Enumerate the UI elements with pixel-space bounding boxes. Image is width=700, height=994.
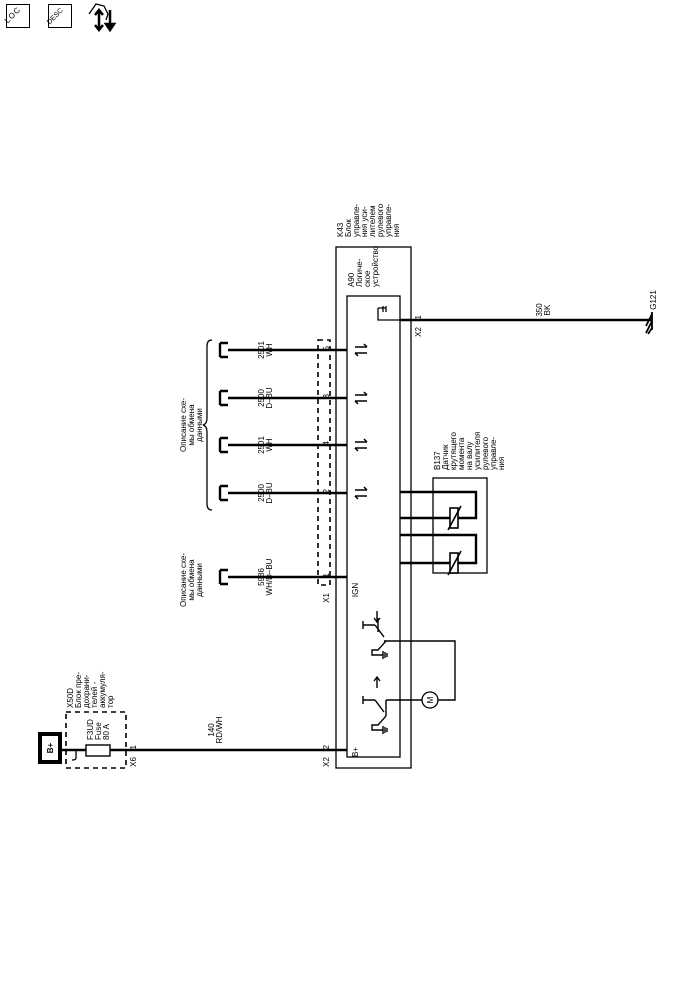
data-desc-bus-label: мы обмена [187,404,196,446]
wire-1-label: 5986 [257,568,266,586]
pin-x2-1-label: 1 [414,314,423,319]
b137-label: рулевого [481,436,490,470]
wire-3-label: D–BU [265,387,274,409]
data-desc-bus-label: данными [195,408,204,442]
wire-2-label: 2500 [257,484,266,502]
a90-label: Логиче- [355,258,364,287]
x50d-label: тор [106,695,115,708]
b137-label: момента [457,437,466,470]
bidirectional-arrow-icons [354,343,368,500]
motor-icon [421,691,439,709]
sensor-wires [400,490,478,565]
description-icon[interactable]: DESC [46,4,72,28]
k43-module-box[interactable] [335,246,412,769]
b137-label: управле- [489,437,498,470]
wire-2-label: D–BU [265,482,274,504]
data-desc-bus-label: Описание схе- [179,398,188,452]
logic-ground-symbol [377,306,400,321]
b137-label: крутящего [449,431,458,470]
x50d-label: аккумуля- [98,671,107,708]
variable-resistor-icons [447,505,462,576]
k43-label: лителем [368,205,377,237]
wire-2501-wh-pin5[interactable] [218,341,347,359]
wire-2500-dbu-pin3[interactable] [218,389,347,407]
fuse-connector-icon [71,750,77,761]
k43-label: рулевого [376,203,385,237]
battery-bplus-box[interactable] [38,732,62,764]
x50d-label: телей - [90,681,99,708]
wire-5986-ign-pin1[interactable] [218,568,347,586]
b137-label: усилителя [473,432,482,470]
b137-label: на валу [465,442,474,470]
x50d-label: дохрани- [82,674,91,708]
motor-label: M [426,696,435,703]
wire-2500-dbu-pin2[interactable] [218,484,347,502]
k43-label: Блок [344,219,353,237]
ground-g121-icon [645,312,653,335]
wire-2501-wh-pin4[interactable] [218,436,347,454]
wire-5-label: WH [265,343,274,357]
data-desc-ign-label: мы обмена [187,559,196,601]
b137-sensor-box[interactable] [432,477,488,574]
pin-x6-1-label: 1 [129,744,138,749]
b137-label: B137 [433,451,442,470]
location-icon[interactable]: LOC [3,4,30,28]
b137-label: Датчик [441,444,450,470]
bplus-pin-label: B+ [351,747,360,757]
wire-5-label: 2501 [257,341,266,359]
data-desc-ign-label: данными [195,563,204,597]
fuse-label: F3UD [86,719,95,740]
pin-x2-2-label: 2 [322,744,331,749]
a90-label: устройство [371,245,380,287]
wire-3-label: 2500 [257,389,266,407]
data-bus-brace [202,339,213,511]
wire-1-label: WH/D–BU [265,558,274,595]
wire-bplus-label: 140 [207,723,216,737]
conn-x2-bplus-label: X2 [322,757,331,767]
connector-info-icon[interactable] [86,2,120,32]
conn-x6-label: X6 [129,757,138,767]
pin-x1-5-label: 5 [322,345,331,350]
a90-logic-box[interactable] [346,295,401,758]
pin-x1-3-label: 3 [322,393,331,398]
k43-label: ния [392,224,401,237]
a90-label: A90 [347,272,356,287]
wire-ground-label: BK [543,304,552,315]
k43-label: ния уси- [360,206,369,237]
a90-label: ское [363,270,372,287]
k43-label: K43 [336,222,345,237]
x50d-fuse-block[interactable] [65,711,127,769]
fuse-label: Fuse [94,722,103,740]
data-wires [218,341,347,586]
battery-label: B+ [46,742,55,753]
wire-4-label: WH [265,438,274,452]
motor-relay-switches [362,611,456,734]
ign-label: IGN [351,583,360,597]
data-desc-ign-label: Описание схе- [179,553,188,607]
wire-4-label: 2501 [257,436,266,454]
fuse-label: 80 A [102,723,111,740]
x50d-label: Блок пре- [74,672,83,708]
conn-x1-label: X1 [322,593,331,603]
fuse-f3ud[interactable] [85,744,111,757]
x1-connector[interactable] [317,339,331,586]
x50d-label: X50D [66,688,75,708]
pin-x1-4-label: 4 [322,440,331,445]
k43-label: управле- [352,204,361,237]
b137-label: ния [497,457,506,470]
pin-x1-1-label: 1 [322,572,331,577]
wire-ground-label: 350 [535,303,544,317]
conn-x2-gnd-label: X2 [414,327,423,337]
ground-id-label: G121 [649,290,658,310]
k43-label: управле- [384,204,393,237]
pin-x1-2-label: 2 [322,488,331,493]
wire-bplus-label: RD/WH [215,716,224,743]
